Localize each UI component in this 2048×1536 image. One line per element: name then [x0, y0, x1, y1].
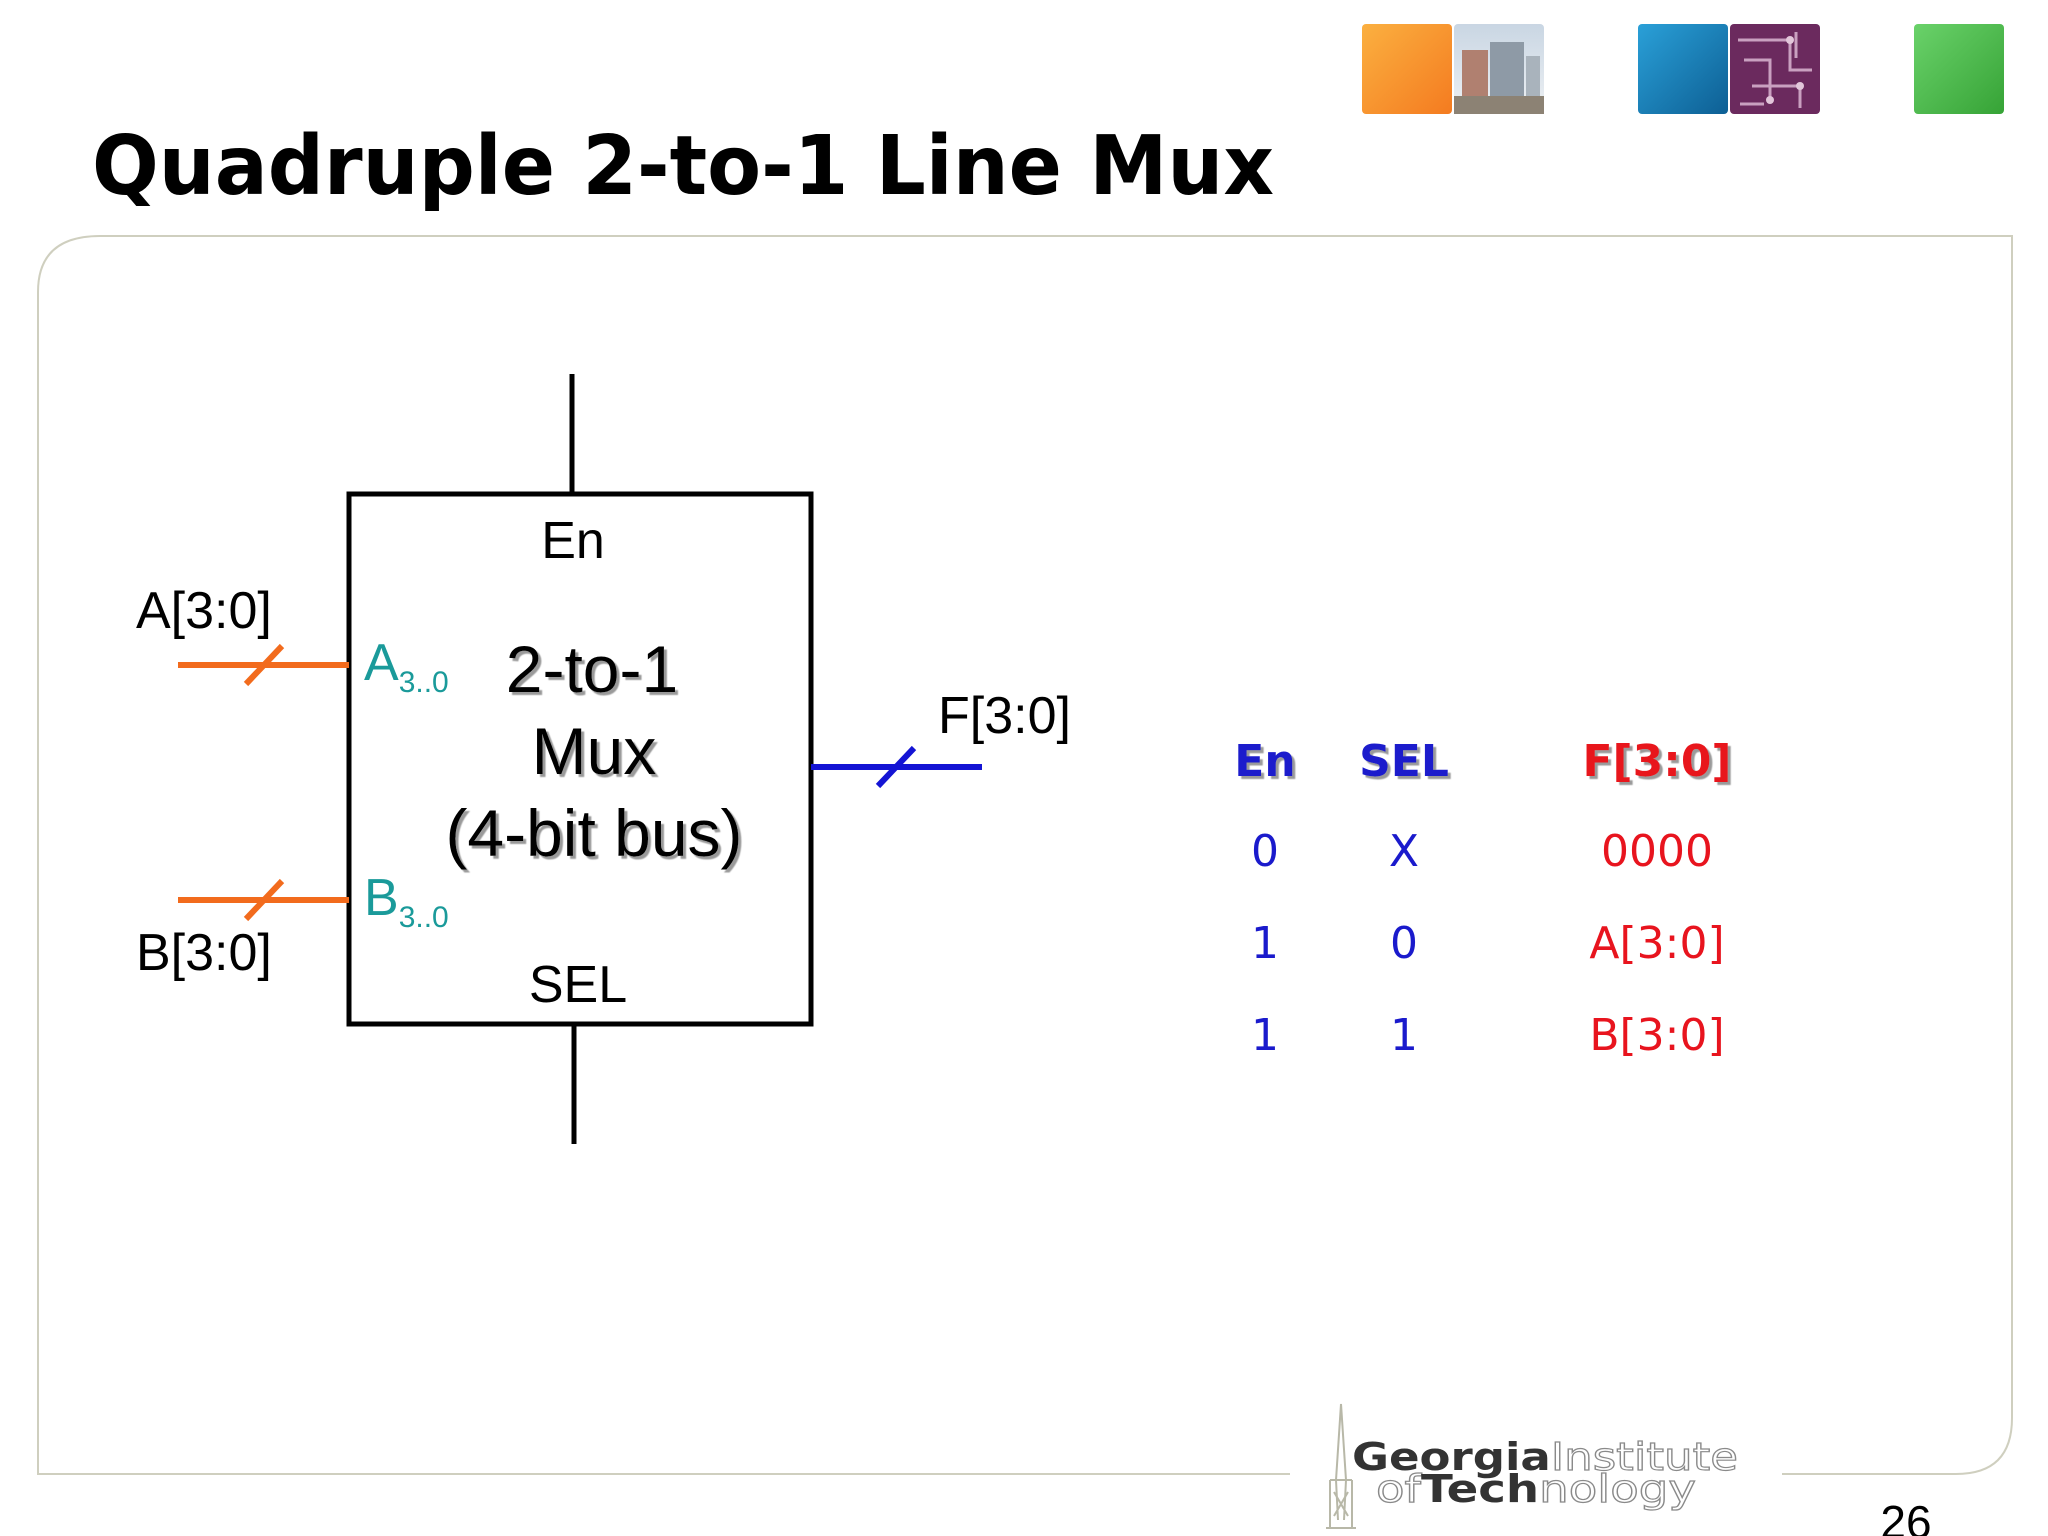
bus-slash [875, 745, 917, 789]
mux-block [346, 491, 814, 1027]
cell-sel: X [1389, 826, 1419, 877]
campus-photo-tile [1454, 24, 1544, 114]
input-b-bus [178, 878, 349, 922]
header-sel: SEL [1359, 736, 1449, 787]
cell-sel: 1 [1390, 1010, 1418, 1061]
truth-table-row: 0 X 0000 [1251, 826, 1713, 877]
enable-pin-label: En [541, 512, 605, 570]
cell-f: B[3:0] [1589, 1010, 1724, 1061]
a-pin-subscript: 3..0 [399, 666, 449, 699]
logo-of: of [1376, 1467, 1423, 1511]
blue-tile [1638, 24, 1728, 114]
mux-title-line-1: 2-to-1 [506, 632, 678, 706]
logo-georgia: Georgia [1352, 1435, 1551, 1479]
cell-f: 0000 [1601, 826, 1713, 877]
a-pin-main: A [364, 634, 399, 692]
header-en: En [1234, 736, 1295, 787]
mux-title-line-2: Mux [532, 714, 657, 788]
cell-en: 1 [1251, 918, 1279, 969]
cell-en: 1 [1251, 1010, 1279, 1061]
green-tile [1914, 24, 2004, 114]
cell-f: A[3:0] [1589, 918, 1724, 969]
mux-title-line-3: (4-bit bus) [445, 796, 742, 870]
select-pin-label: SEL [529, 956, 627, 1014]
bus-slash [243, 643, 285, 687]
circuit-board-tile [1730, 24, 1820, 114]
bus-slash [243, 878, 285, 922]
truth-table-row: 1 1 B[3:0] [1251, 1010, 1725, 1061]
input-a-bus [178, 643, 349, 687]
content-frame [37, 235, 2013, 1475]
logo-tech: Tech [1421, 1467, 1539, 1511]
b-pin-main: B [364, 869, 399, 927]
a-pin-label: A3..0 [364, 634, 449, 699]
cell-sel: 0 [1390, 918, 1418, 969]
tower-icon [1326, 1403, 1356, 1529]
truth-table-header: En SEL F[3:0] [1234, 736, 1731, 787]
truth-table: En SEL F[3:0] 0 X 0000 1 0 A[3:0] 1 1 B[… [1234, 736, 1731, 1061]
truth-table-row: 1 0 A[3:0] [1251, 918, 1725, 969]
mux-diagram: A[3:0] B[3:0] F[3:0] En SEL A3..0 B3..0 … [136, 374, 1071, 1144]
cell-en: 0 [1251, 826, 1279, 877]
output-f-bus [811, 745, 982, 789]
logo-institute: Institute [1551, 1435, 1738, 1479]
orange-tile [1362, 24, 1452, 114]
b-pin-label: B3..0 [364, 869, 449, 934]
header-decoration [1362, 24, 2004, 114]
output-f-label: F[3:0] [938, 687, 1071, 745]
input-a-label: A[3:0] [136, 582, 272, 640]
b-pin-subscript: 3..0 [399, 901, 449, 934]
page-number: 26 [1880, 1496, 1931, 1536]
input-b-label: B[3:0] [136, 924, 272, 982]
header-f: F[3:0] [1582, 736, 1731, 787]
mux-block-title: 2-to-1 Mux (4-bit bus) [445, 632, 742, 870]
logo-nology: nology [1539, 1467, 1696, 1511]
slide-title: Quadruple 2-to-1 Line Mux [92, 119, 1274, 214]
